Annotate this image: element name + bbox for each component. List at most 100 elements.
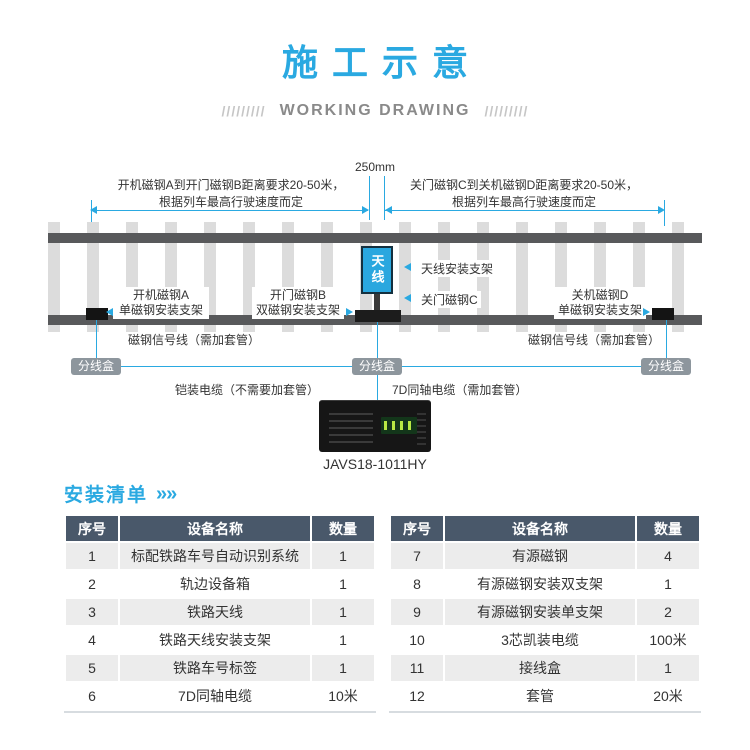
table-cell: 1	[312, 599, 374, 625]
table-cell: 11	[391, 655, 443, 681]
sensor-b-label: 开门磁钢B 双磁钢安装支架	[252, 287, 344, 319]
subtitle-row: ///////// WORKING DRAWING /////////	[0, 102, 750, 120]
table-header-cell: 序号	[66, 516, 118, 541]
rail-top	[48, 233, 702, 243]
dimension-arrow-icon	[658, 206, 665, 214]
table-cell: 1	[312, 543, 374, 569]
leader-arrow-icon	[106, 308, 113, 316]
table-cell: 有源磁钢安装双支架	[445, 571, 635, 597]
dimension-arrow-icon	[385, 206, 392, 214]
sensor-d-label-line2: 单磁钢安装支架	[557, 303, 642, 317]
table-cell: 3	[66, 599, 118, 625]
table-cell: 1	[66, 543, 118, 569]
left-distance-note-line2: 根据列车最高行驶速度而定	[158, 195, 303, 209]
device-vents-icon	[329, 411, 373, 443]
junction-box-center: 分线盒	[352, 358, 402, 375]
sensor-d-block	[652, 308, 674, 320]
sensor-a-label-line1: 开机磁钢A	[132, 288, 189, 302]
table-cell: 有源磁钢安装单支架	[445, 599, 635, 625]
sensor-a-block	[86, 308, 108, 320]
subtitle-slashes-left: /////////	[221, 103, 266, 119]
table-cell: 套管	[445, 683, 635, 709]
table-header-cell: 数量	[312, 516, 374, 541]
table-cell: 7	[391, 543, 443, 569]
table-cell: 1	[637, 655, 699, 681]
device-display	[381, 417, 417, 434]
sensor-d-label: 关机磁钢D 单磁钢安装支架	[554, 287, 646, 319]
working-drawing-diagram: 250mm 开机磁钢A到开门磁钢B距离要求20-50米， 根据列车最高行驶速度而…	[0, 160, 750, 475]
table-cell: 20米	[637, 683, 699, 709]
table-cell: 标配铁路车号自动识别系统	[120, 543, 310, 569]
signal-line-right	[666, 320, 667, 358]
page-subtitle: WORKING DRAWING	[279, 102, 471, 119]
table-cell: 4	[637, 543, 699, 569]
dimension-line-left	[92, 210, 368, 211]
table-cell: 9	[391, 599, 443, 625]
table-cell: 1	[312, 571, 374, 597]
sensor-b-label-line2: 双磁钢安装支架	[255, 303, 340, 317]
antenna-label: 天线	[369, 254, 385, 286]
table-cell: 8	[391, 571, 443, 597]
dimension-tick-center-left	[369, 176, 370, 220]
sensor-c-label: 关门磁钢C	[418, 291, 481, 308]
device-feed-line	[377, 375, 378, 400]
table-header-row: 序号设备名称数量	[391, 516, 699, 541]
table-cell: 10	[391, 627, 443, 653]
left-distance-note-line1: 开机磁钢A到开门磁钢B距离要求20-50米，	[117, 178, 345, 192]
chevrons-icon: »»	[156, 482, 177, 505]
table-cell: 6	[66, 683, 118, 709]
sensor-b-label-line1: 开门磁钢B	[269, 288, 326, 302]
leader-arrow-icon	[404, 263, 411, 271]
subtitle-slashes-right: /////////	[484, 103, 529, 119]
dimension-tick-right	[664, 200, 665, 226]
sensor-d-label-line1: 关机磁钢D	[571, 288, 629, 302]
table-cell: 2	[66, 571, 118, 597]
table-cell: 有源磁钢	[445, 543, 635, 569]
table-header-cell: 数量	[637, 516, 699, 541]
antenna-bracket-base	[355, 310, 401, 322]
table-cell: 1	[637, 571, 699, 597]
table-cell: 4	[66, 627, 118, 653]
sensor-a-label-line2: 单磁钢安装支架	[118, 303, 203, 317]
table-cell: 1	[312, 655, 374, 681]
dimension-arrow-icon	[362, 206, 369, 214]
table-cell: 3芯凯装电缆	[445, 627, 635, 653]
junction-box-left: 分线盒	[71, 358, 121, 375]
junction-connector-left	[121, 366, 352, 367]
signal-line-center	[377, 322, 378, 358]
table-header-cell: 序号	[391, 516, 443, 541]
right-distance-note: 关门磁钢C到关机磁钢D距离要求20-50米， 根据列车最高行驶速度而定	[385, 177, 663, 211]
dimension-tick-center-right	[384, 176, 385, 220]
dimension-arrow-icon	[90, 206, 97, 214]
coax-cable-label: 7D同轴电缆（需加套管）	[392, 383, 528, 397]
table-cell: 轨边设备箱	[120, 571, 310, 597]
install-list-heading: 安装清单 »»	[64, 480, 177, 507]
right-distance-note-line1: 关门磁钢C到关机磁钢D距离要求20-50米，	[409, 178, 639, 192]
table-cell: 1	[312, 627, 374, 653]
signal-line-left	[96, 320, 97, 358]
dimension-tick-left	[91, 200, 92, 226]
device-vents-icon	[417, 409, 426, 445]
table-cell: 铁路天线安装支架	[120, 627, 310, 653]
page-title: 施工示意	[281, 42, 482, 83]
table-cell: 7D同轴电缆	[120, 683, 310, 709]
table-cell: 2	[637, 599, 699, 625]
junction-box-right: 分线盒	[641, 358, 691, 375]
table-cell: 铁路车号标签	[120, 655, 310, 681]
table-cell: 接线盒	[445, 655, 635, 681]
armored-cable-label: 铠装电缆（不需要加套管）	[175, 383, 320, 397]
junction-connector-right	[402, 366, 641, 367]
dimension-250mm-label: 250mm	[354, 160, 395, 174]
